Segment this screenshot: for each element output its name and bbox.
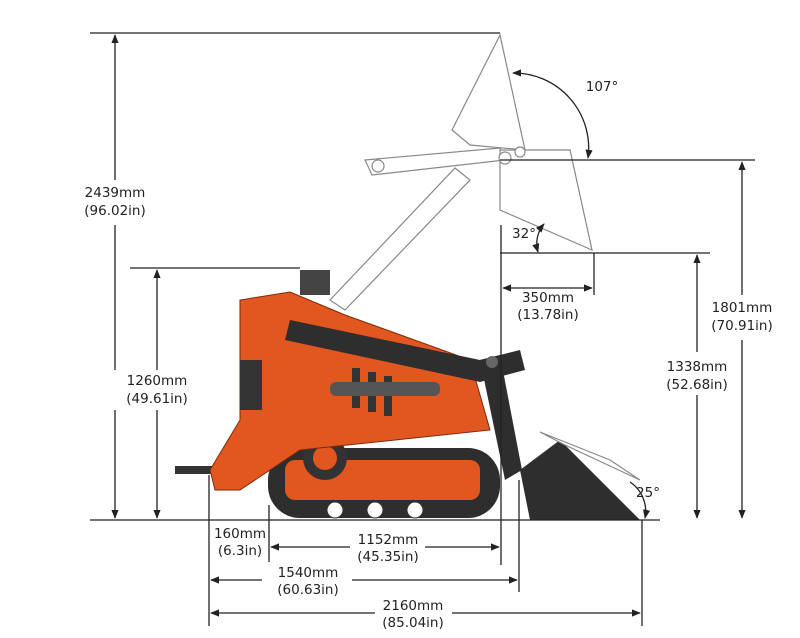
machine-height-dimension: 1260mm (49.61in) — [112, 267, 300, 519]
overall-length-mm: 2160mm — [383, 598, 444, 614]
track-length-in: (45.35in) — [357, 549, 419, 565]
platform-overhang-mm: 160mm — [214, 526, 266, 542]
overall-height-mm: 2439mm — [85, 185, 146, 201]
length-without-bucket-mm: 1540mm — [278, 565, 339, 581]
raised-loader-arm — [329, 33, 593, 311]
rollback-angle-label: 25° — [636, 485, 660, 501]
hinge-pin-height-mm: 1801mm — [712, 300, 773, 316]
platform-overhang-in: (6.3in) — [218, 543, 262, 559]
hinge-pin-height-in: (70.91in) — [711, 318, 773, 334]
skid-steer-machine — [175, 270, 525, 519]
dump-height-mm: 1338mm — [667, 359, 728, 375]
raised-bucket-angle-arc — [532, 223, 545, 253]
dump-angle-arc — [512, 69, 593, 159]
length-dimensions: 160mm (6.3in) 1152mm (45.35in) 1540mm (6… — [208, 475, 643, 631]
raised-bucket-angle-label: 32° — [512, 226, 536, 242]
dump-reach-in: (13.78in) — [517, 307, 579, 323]
overall-length-in: (85.04in) — [382, 615, 444, 631]
overall-height-in: (96.02in) — [84, 203, 146, 219]
machine-height-in: (49.61in) — [126, 391, 188, 407]
machine-height-mm: 1260mm — [127, 373, 188, 389]
dump-reach-mm: 350mm — [522, 290, 574, 306]
dump-angle-label: 107° — [586, 79, 619, 95]
dump-reach-dimension: 350mm (13.78in) — [500, 225, 595, 520]
track-length-mm: 1152mm — [358, 532, 419, 548]
overall-height-dimension: 2439mm (96.02in) — [70, 32, 500, 519]
rollback-angle-arc — [629, 481, 651, 519]
lowered-bucket — [520, 431, 641, 520]
hinge-pin-height-dimension: 1801mm (70.91in) — [500, 159, 773, 519]
dump-height-dimension: 1338mm (52.68in) — [500, 252, 728, 519]
length-without-bucket-in: (60.63in) — [277, 582, 339, 598]
dump-height-in: (52.68in) — [666, 377, 728, 393]
